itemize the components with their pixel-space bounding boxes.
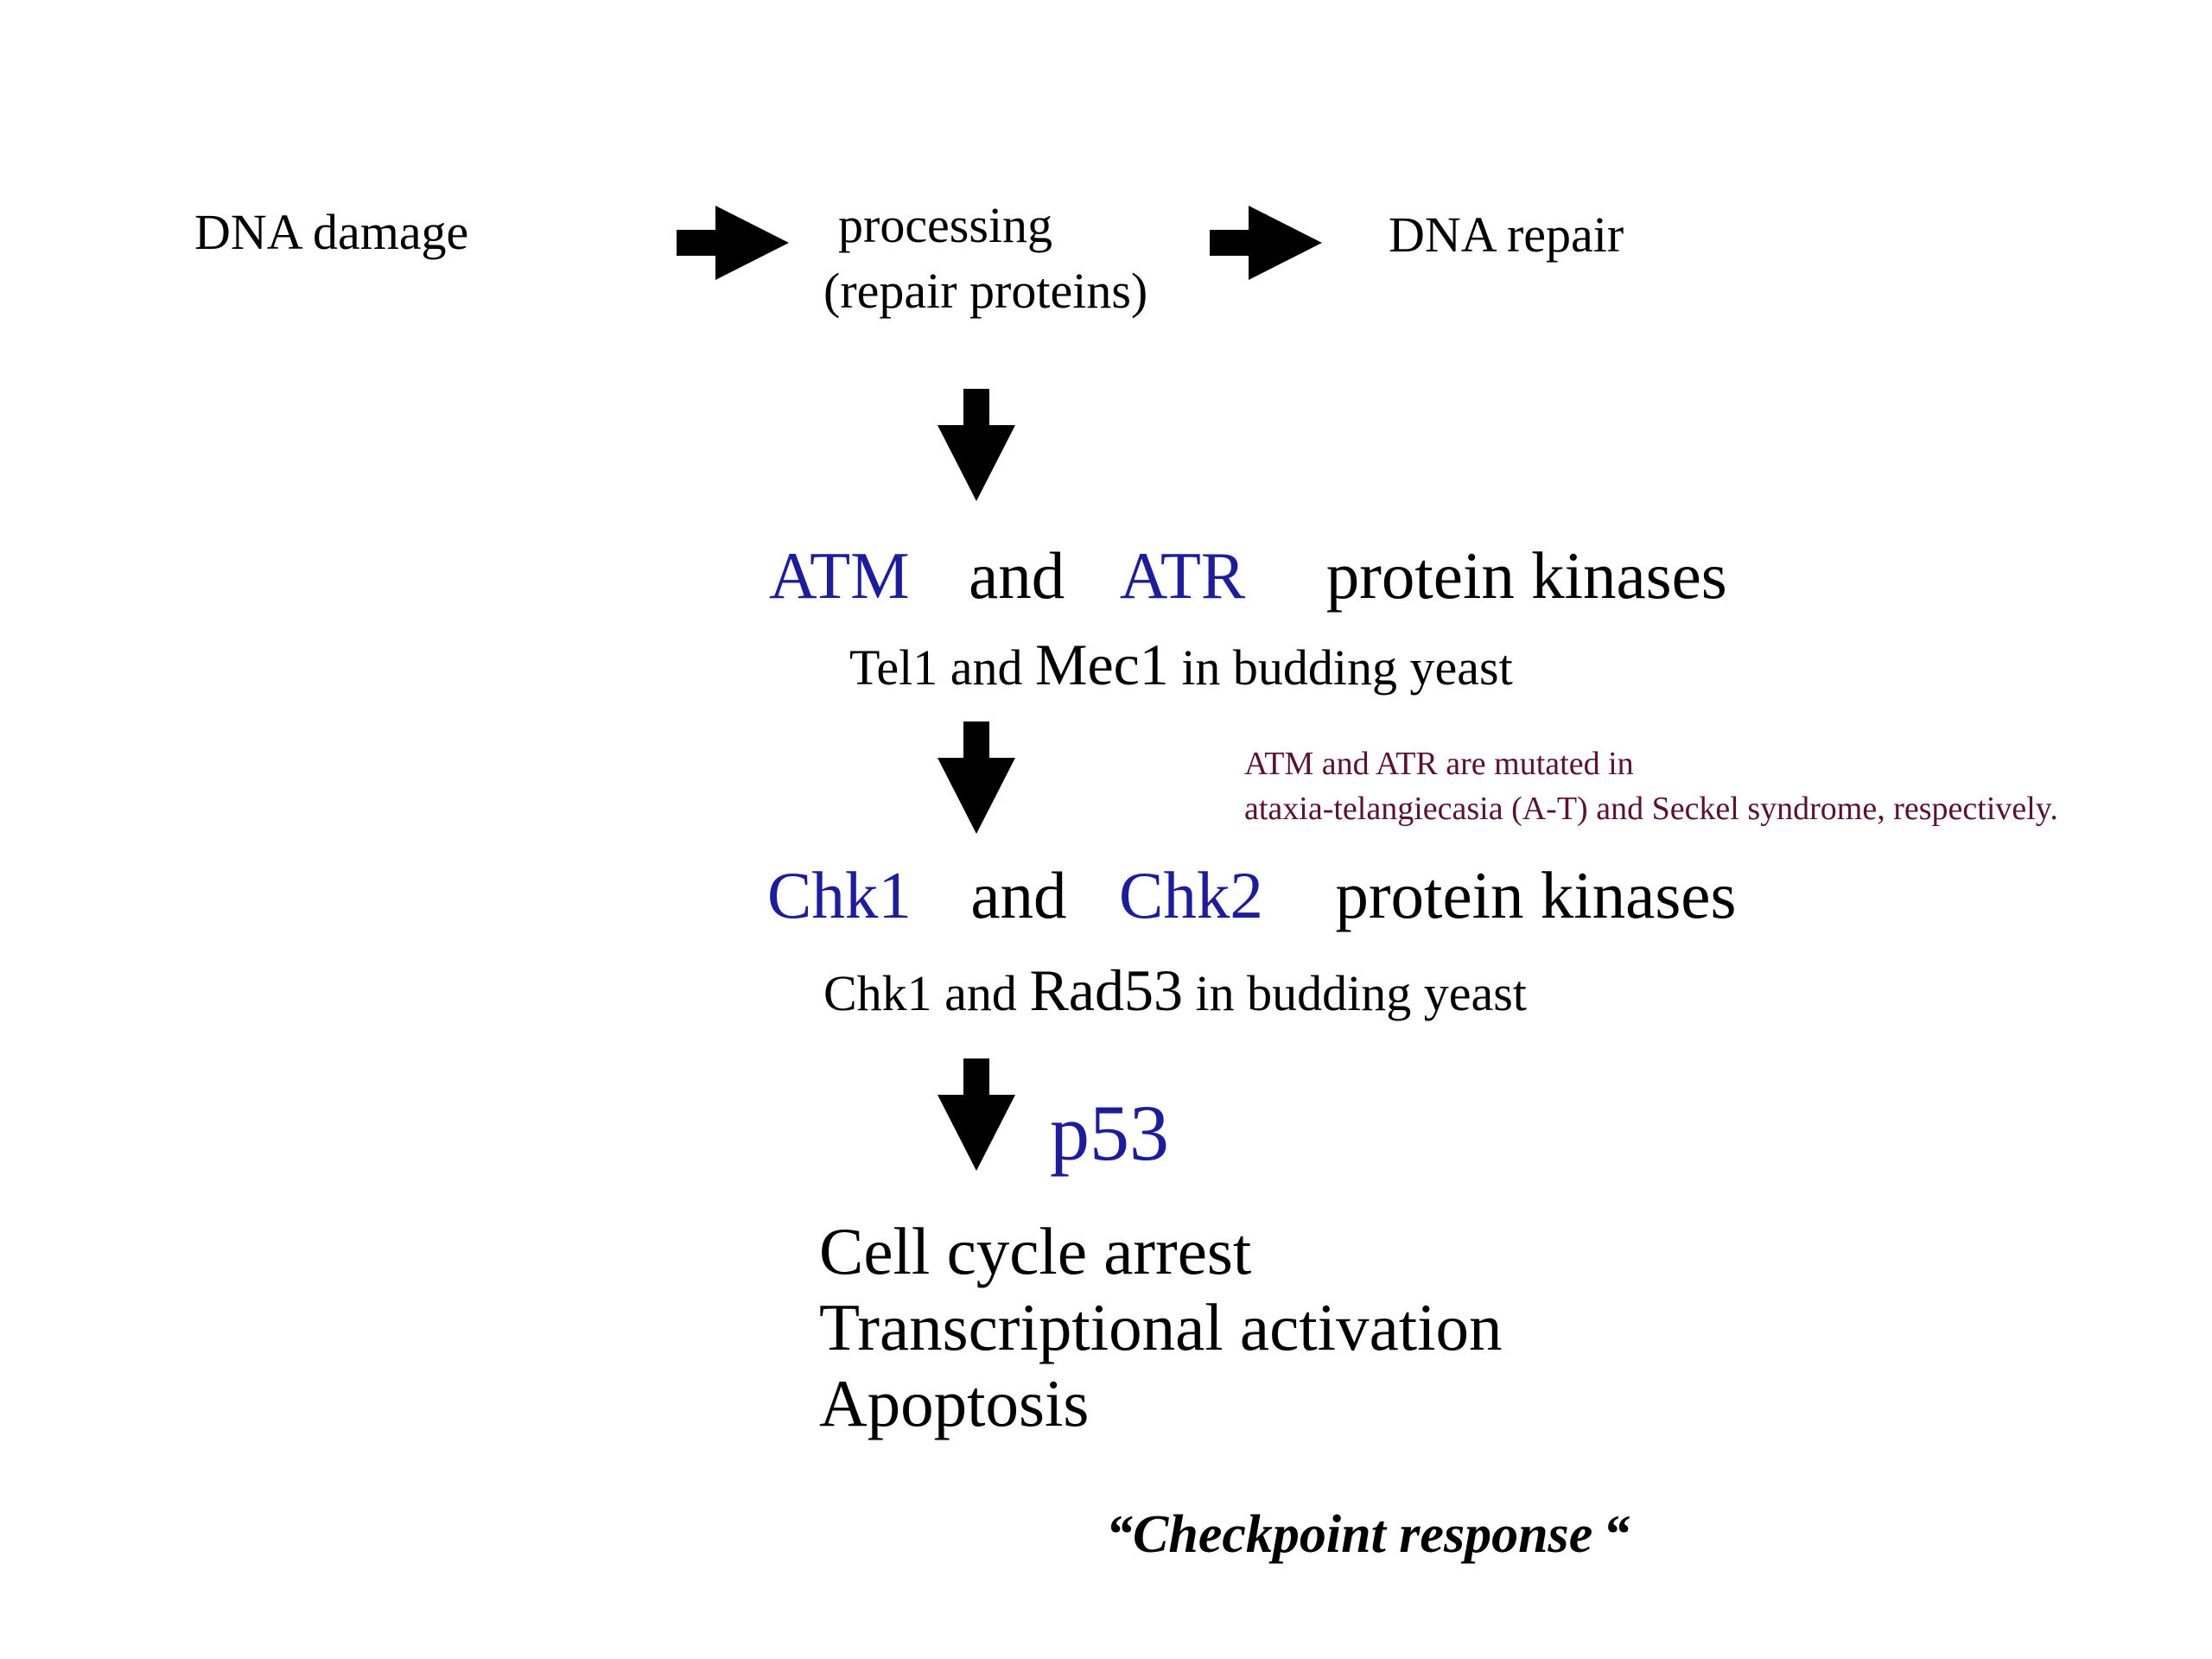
chk-heading: Chk1 and Chk2 protein kinases: [767, 862, 1736, 929]
and-label: and: [969, 538, 1065, 613]
chk1-label: Chk1: [767, 858, 912, 932]
atm-label: ATM: [769, 538, 910, 613]
checkpoint-response-text: Checkpoint response: [1133, 1505, 1593, 1564]
protein-kinases-label: protein kinases: [1335, 858, 1737, 932]
processing-label: processing: [838, 197, 1053, 253]
outcome-cell-cycle-arrest: Cell cycle arrest: [819, 1214, 1252, 1288]
mutation-note-line-1: ATM and ATR are mutated in: [1244, 746, 1634, 782]
and-label: and: [970, 858, 1067, 932]
budding-yeast-label: in budding yeast: [1168, 639, 1513, 696]
repair-proteins-label: (repair proteins): [823, 263, 1148, 319]
dna-repair-label: DNA repair: [1389, 207, 1624, 263]
right-arrow-icon: [1210, 206, 1322, 280]
down-arrow-icon: [938, 1058, 1015, 1171]
dna-damage-label: DNA damage: [194, 204, 469, 260]
down-arrow-icon: [938, 389, 1015, 501]
rad53-label: Rad53: [1029, 957, 1183, 1023]
outcome-transcriptional-activation: Transcriptional activation: [819, 1290, 1503, 1364]
yeast-chk1-label: Chk1 and: [823, 965, 1030, 1021]
open-quote: “: [1106, 1505, 1133, 1564]
close-quote: “: [1603, 1505, 1630, 1564]
outcome-apoptosis: Apoptosis: [819, 1366, 1090, 1440]
yeast-homologs-1: Tel1 and Mec1 in budding yeast: [849, 635, 1513, 694]
budding-yeast-label: in budding yeast: [1182, 965, 1527, 1021]
mutation-note-line-2: ataxia-telangiecasia (A-T) and Seckel sy…: [1244, 791, 2058, 827]
yeast-homologs-2: Chk1 and Rad53 in budding yeast: [823, 961, 1527, 1020]
p53-label: p53: [1050, 1089, 1169, 1177]
tel1-label: Tel1 and: [849, 639, 1035, 696]
down-arrow-icon: [938, 721, 1015, 834]
checkpoint-response-caption: “Checkpoint response“: [1106, 1508, 1630, 1561]
atr-label: ATR: [1119, 538, 1246, 613]
protein-kinases-label: protein kinases: [1325, 538, 1727, 613]
right-arrow-icon: [677, 206, 789, 280]
mec1-label: Mec1: [1034, 632, 1169, 697]
chk2-label: Chk2: [1119, 858, 1263, 932]
atm-atr-heading: ATM and ATR protein kinases: [769, 543, 1727, 609]
